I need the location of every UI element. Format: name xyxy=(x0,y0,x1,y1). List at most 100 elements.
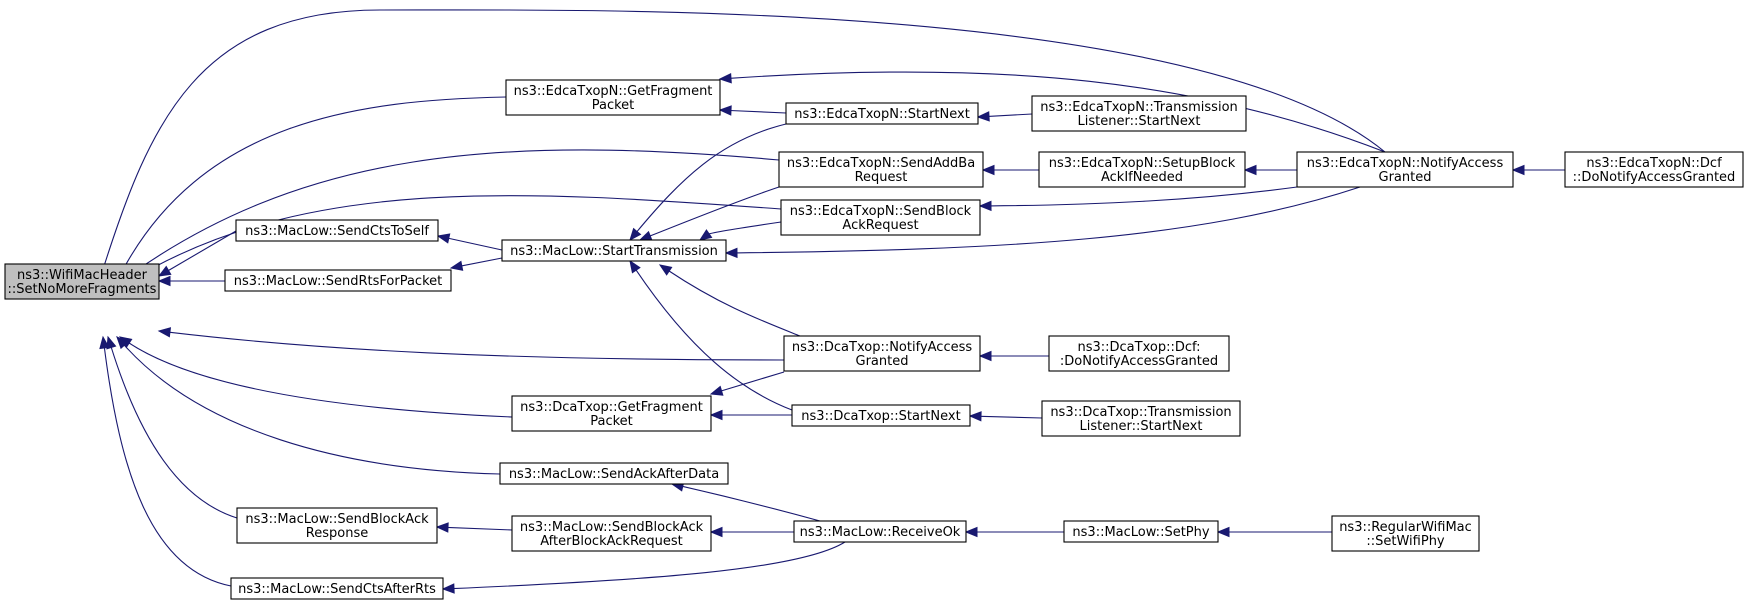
edge-dca_dcf-to-dca_notify xyxy=(978,350,1049,362)
node-mac-setphy[interactable]: ns3::MacLow::SetPhy xyxy=(1063,520,1219,543)
node-label-line: ns3::MacLow::ReceiveOk xyxy=(800,525,961,540)
arrowhead-icon xyxy=(157,327,172,338)
arrowhead-icon xyxy=(976,111,990,122)
edge-edca_dcf-to-edca_notify xyxy=(1511,164,1565,176)
edge-edca_startnext-to-edca_getfrag xyxy=(718,105,787,116)
node-mac-ctsafterrts[interactable]: ns3::MacLow::SendCtsAfterRts xyxy=(230,577,444,600)
edge-line xyxy=(635,123,787,233)
node-dca-dcf[interactable]: ns3::DcaTxop::Dcf::DoNotifyAccessGranted xyxy=(1048,335,1230,372)
node-label-line: ns3::MacLow::SendCtsToSelf xyxy=(245,224,429,239)
edge-line xyxy=(119,96,507,277)
edges-layer xyxy=(97,9,1565,594)
edge-edca_startnext-to-mac_starttx xyxy=(629,123,787,242)
node-box xyxy=(785,102,979,125)
edge-dca_notify-to-root xyxy=(157,327,785,361)
edge-line xyxy=(167,230,237,272)
arrowhead-icon xyxy=(1216,526,1230,538)
node-box xyxy=(505,79,721,116)
node-mac-receiveok[interactable]: ns3::MacLow::ReceiveOk xyxy=(793,520,967,543)
node-box xyxy=(236,507,438,544)
edge-edca_tl_startnext-to-edca_startnext xyxy=(976,111,1033,122)
edge-edca_notify-to-edca_sendblockack xyxy=(978,186,1298,212)
node-mac-ackafterdata[interactable]: ns3::MacLow::SendAckAfterData xyxy=(499,462,729,485)
node-label-line: Listener::StartNext xyxy=(1078,114,1201,129)
edge-line xyxy=(103,346,232,587)
node-edca-tl-startnext[interactable]: ns3::EdcaTxopN::TransmissionListener::St… xyxy=(1031,95,1247,132)
node-label-line: :DoNotifyAccessGranted xyxy=(1060,354,1218,369)
edge-mac_receiveok-to-mac_ackafterdata xyxy=(670,481,821,522)
node-box xyxy=(1296,151,1514,188)
edge-line xyxy=(452,541,846,590)
edge-line xyxy=(101,9,1386,273)
arrowhead-icon xyxy=(106,335,117,350)
node-box xyxy=(501,239,727,262)
arrowhead-icon xyxy=(709,409,723,421)
arrowhead-icon xyxy=(449,260,464,271)
arrowhead-icon xyxy=(978,350,992,362)
node-root[interactable]: ns3::WifiMacHeader::SetNoMoreFragments xyxy=(4,263,160,300)
node-box xyxy=(4,263,160,300)
node-mac-blockackafter[interactable]: ns3::MacLow::SendBlockAckAfterBlockAckRe… xyxy=(511,515,712,552)
node-box xyxy=(793,520,967,543)
node-box xyxy=(511,395,712,432)
node-box xyxy=(1564,151,1744,188)
edge-line xyxy=(635,268,793,411)
node-label-line: ns3::EdcaTxopN::SendBlock xyxy=(790,204,972,219)
arrowhead-icon xyxy=(99,335,110,350)
node-edca-dcf[interactable]: ns3::EdcaTxopN::Dcf::DoNotifyAccessGrant… xyxy=(1564,151,1744,188)
edge-line xyxy=(168,331,785,361)
edge-line xyxy=(707,221,782,235)
edge-edca_setupblock-to-edca_sendaddba xyxy=(981,164,1039,176)
node-box xyxy=(499,462,729,485)
node-dca-tl-startnext[interactable]: ns3::DcaTxop::TransmissionListener::Star… xyxy=(1041,400,1241,437)
node-box xyxy=(1041,400,1241,437)
node-dca-notify[interactable]: ns3::DcaTxop::NotifyAccessGranted xyxy=(783,335,981,372)
edge-edca_notify-to-edca_getfrag xyxy=(718,71,1386,153)
node-edca-startnext[interactable]: ns3::EdcaTxopN::StartNext xyxy=(785,102,979,125)
node-label-line: ns3::MacLow::SendCtsAfterRts xyxy=(238,582,436,597)
arrowhead-icon xyxy=(981,164,995,176)
node-mac-starttx[interactable]: ns3::MacLow::StartTransmission xyxy=(501,239,727,262)
edge-mac_blockackresp-to-root xyxy=(106,335,238,519)
node-label-line: ns3::EdcaTxopN::SendAddBa xyxy=(787,156,975,171)
node-label-line: ns3::RegularWifiMac xyxy=(1339,520,1472,535)
node-label-line: ns3::MacLow::SendAckAfterData xyxy=(509,467,719,482)
edge-line xyxy=(123,344,501,475)
edge-line xyxy=(720,371,785,392)
arrowhead-icon xyxy=(436,233,451,244)
edge-line xyxy=(447,237,503,251)
node-regular-setwifiphy[interactable]: ns3::RegularWifiMac::SetWifiPhy xyxy=(1331,515,1480,552)
edge-edca_notify-to-edca_setupblock xyxy=(1243,164,1297,176)
edge-dca_startnext-to-mac_starttx xyxy=(629,259,793,411)
edge-line xyxy=(446,526,513,531)
arrowhead-icon xyxy=(629,227,642,242)
arrowhead-icon xyxy=(1511,164,1525,176)
edge-line xyxy=(729,71,1386,153)
node-label-line: ns3::MacLow::SendBlockAck xyxy=(245,512,429,527)
edge-dca_notify-to-mac_starttx xyxy=(658,264,801,337)
node-label-line: ns3::DcaTxop::GetFragment xyxy=(520,400,703,415)
arrowhead-icon xyxy=(709,526,723,538)
node-mac-rts[interactable]: ns3::MacLow::SendRtsForPacket xyxy=(224,269,452,292)
node-label-line: Packet xyxy=(590,414,633,429)
node-label-line: ::DoNotifyAccessGranted xyxy=(1573,170,1736,185)
arrowhead-icon xyxy=(441,583,455,594)
node-edca-notify[interactable]: ns3::EdcaTxopN::NotifyAccessGranted xyxy=(1296,151,1514,188)
node-dca-startnext[interactable]: ns3::DcaTxop::StartNext xyxy=(791,404,971,427)
node-label-line: ns3::DcaTxop::Transmission xyxy=(1050,405,1231,420)
edge-line xyxy=(989,186,1298,207)
node-label-line: ns3::MacLow::StartTransmission xyxy=(510,244,718,259)
node-mac-ctstoself[interactable]: ns3::MacLow::SendCtsToSelf xyxy=(235,219,439,242)
node-label-line: AckRequest xyxy=(842,218,918,233)
edge-line xyxy=(649,186,780,237)
edge-mac_starttx-to-mac_ctstoself xyxy=(436,233,503,251)
edge-edca_sendblockack-to-mac_starttx xyxy=(698,221,782,241)
arrowhead-icon xyxy=(968,411,982,422)
node-label-line: Granted xyxy=(1379,170,1432,185)
